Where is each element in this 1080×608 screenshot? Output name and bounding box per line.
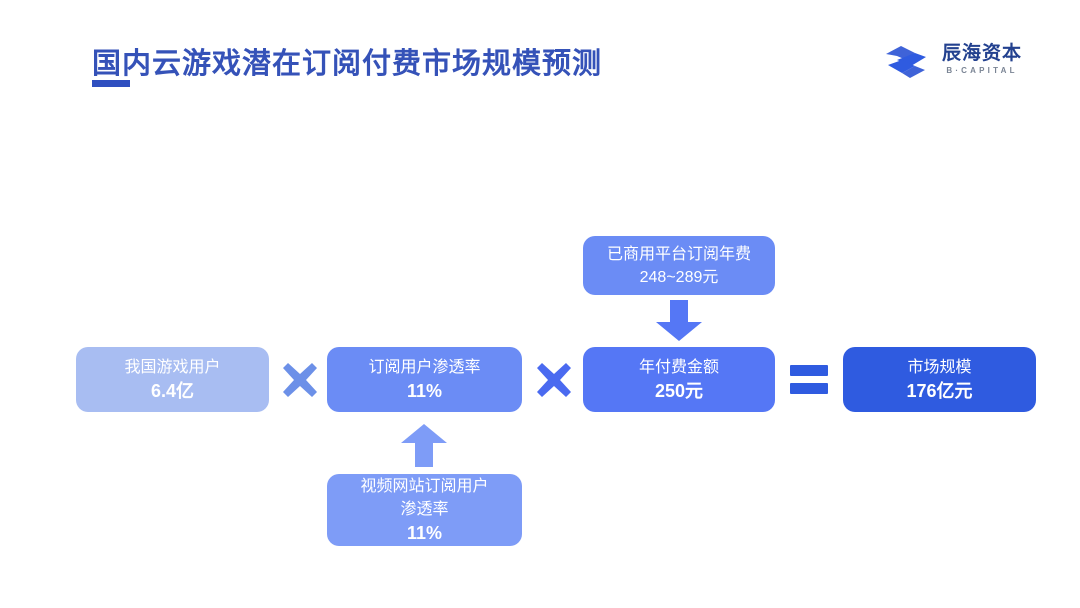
equals-icon (790, 365, 828, 395)
equals-bar-bottom (790, 383, 828, 394)
logo-name: 辰海资本 (941, 43, 1022, 64)
node-video-site-penetration-value: 11% (406, 523, 443, 543)
logo-subtitle: B·CAPITAL (946, 66, 1018, 75)
node-annual-payment: 年付费金额 250元 (583, 347, 775, 412)
page-title: 国内云游戏潜在订阅付费市场规模预测 (92, 48, 603, 80)
node-video-site-penetration-label: 视频网站订阅用户 (360, 478, 489, 495)
node-annual-payment-label: 年付费金额 (638, 359, 719, 376)
logo-text: 辰海资本 B·CAPITAL (934, 43, 1030, 76)
node-market-size-value: 176亿元 (906, 381, 973, 401)
node-subscription-penetration-value: 11% (406, 381, 443, 401)
node-game-users-label: 我国游戏用户 (124, 359, 221, 376)
node-platform-label: 已商用平台订阅年费 (606, 245, 751, 263)
title-underline-accent (92, 80, 130, 87)
node-video-site-penetration: 视频网站订阅用户 渗透率 11% (327, 474, 522, 546)
node-annual-payment-value: 250元 (654, 381, 704, 401)
node-platform-annual-fee: 已商用平台订阅年费 248~289元 (583, 236, 775, 295)
node-game-users: 我国游戏用户 6.4亿 (76, 347, 269, 412)
multiply-icon (537, 363, 571, 397)
company-logo: 辰海资本 B·CAPITAL (884, 43, 1029, 83)
node-video-site-penetration-label2: 渗透率 (400, 501, 449, 518)
equals-bar-top (790, 365, 828, 376)
node-platform-value: 248~289元 (639, 268, 719, 286)
node-market-size: 市场规模 176亿元 (843, 347, 1036, 412)
node-subscription-penetration: 订阅用户渗透率 11% (327, 347, 522, 412)
arrow-up-icon (401, 424, 447, 467)
arrow-down-icon (656, 300, 702, 341)
chevron-pair-logo-icon (886, 46, 926, 78)
node-game-users-value: 6.4亿 (150, 381, 195, 401)
page-header: 国内云游戏潜在订阅付费市场规模预测 辰海资本 B·CAPITAL (0, 0, 1080, 120)
multiply-icon (283, 363, 317, 397)
node-subscription-penetration-label: 订阅用户渗透率 (368, 359, 481, 376)
node-market-size-label: 市场规模 (907, 359, 972, 376)
